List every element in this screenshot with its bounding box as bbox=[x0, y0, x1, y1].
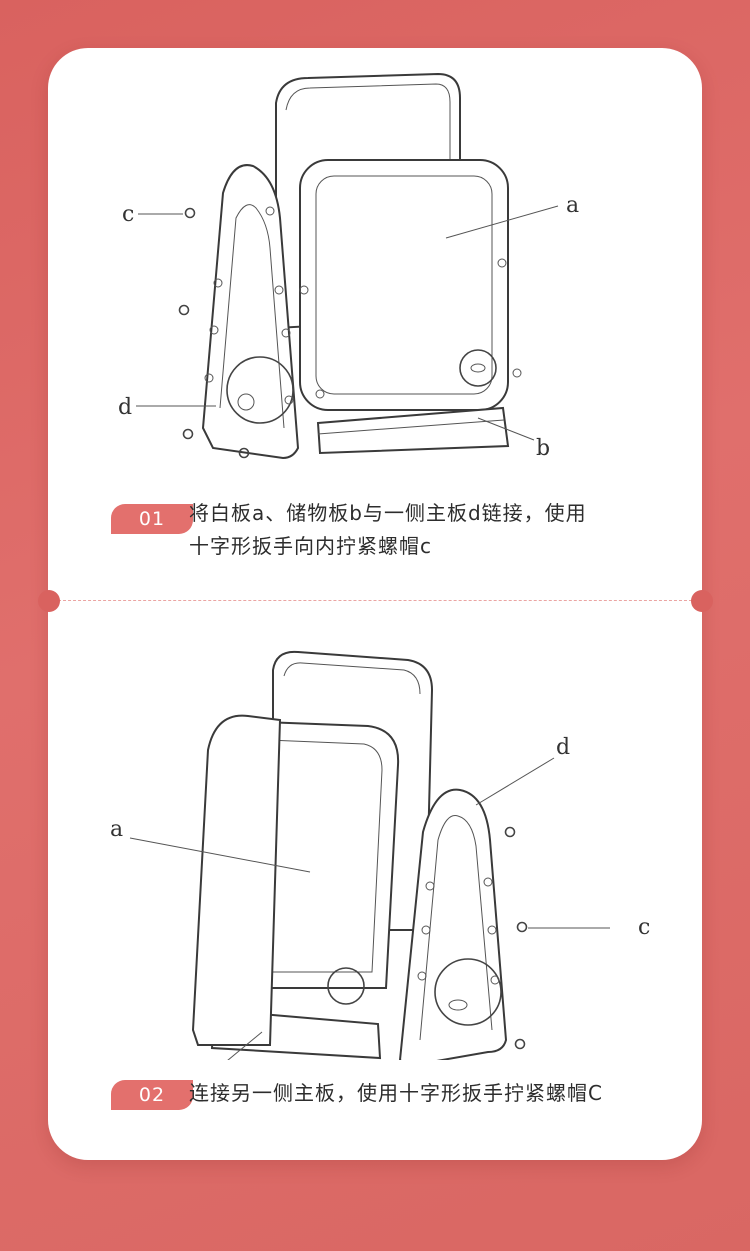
step-2-section: a d c b 02 连接另一侧主板，使用十字形扳手拧紧螺帽C bbox=[48, 600, 702, 1160]
divider-notch-right bbox=[691, 590, 713, 612]
step-2-badge: 02 bbox=[111, 1080, 193, 1110]
step-1-text-line1: 将白板a、储物板b与一侧主板d链接，使用 bbox=[189, 501, 587, 525]
step-2-illustration: a d c b bbox=[110, 650, 650, 1060]
instruction-card: c d a b 01 将白板a、储物板b与一侧主板d链接，使用 十字形扳手向内拧… bbox=[48, 48, 702, 1160]
step-2-description: 连接另一侧主板，使用十字形扳手拧紧螺帽C bbox=[189, 1077, 603, 1110]
step-1-text-line2: 十字形扳手向内拧紧螺帽c bbox=[189, 534, 432, 558]
label-c: c bbox=[638, 915, 650, 940]
step-1-illustration: c d a b bbox=[118, 72, 579, 461]
label-b: b bbox=[536, 436, 550, 461]
label-d: d bbox=[118, 395, 132, 420]
label-c: c bbox=[122, 202, 134, 227]
label-a: a bbox=[110, 817, 123, 842]
step-1-description: 将白板a、储物板b与一侧主板d链接，使用 十字形扳手向内拧紧螺帽c bbox=[189, 497, 587, 563]
step-1-badge: 01 bbox=[111, 504, 193, 534]
label-a: a bbox=[566, 193, 579, 218]
step-1-section: c d a b 01 将白板a、储物板b与一侧主板d链接，使用 十字形扳手向内拧… bbox=[48, 48, 702, 600]
section-divider bbox=[48, 600, 702, 601]
divider-notch-left bbox=[38, 590, 60, 612]
label-d: d bbox=[556, 735, 570, 760]
step-2-text-line1: 连接另一侧主板，使用十字形扳手拧紧螺帽C bbox=[189, 1081, 603, 1105]
